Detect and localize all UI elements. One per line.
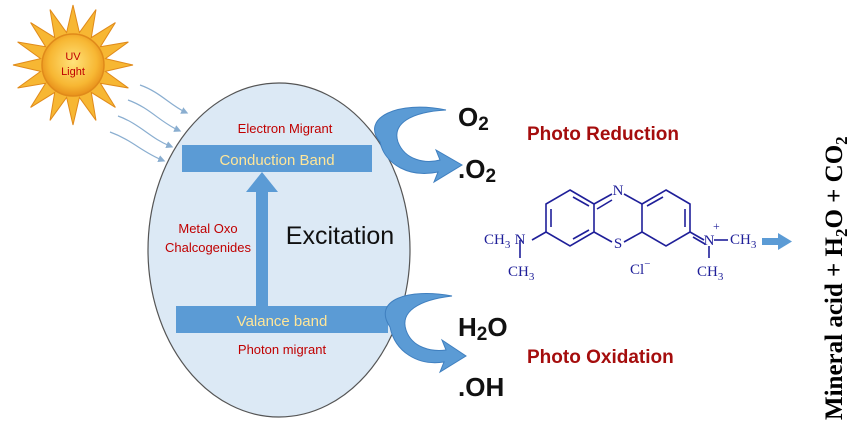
reactant-o2: O2 bbox=[458, 102, 489, 135]
dye-atom-labels: N S CH3 N CH3 N + CH3 CH3 Cl− bbox=[484, 183, 757, 283]
right-methyl-top: CH3 bbox=[730, 232, 757, 251]
light-ray-arrow bbox=[127, 99, 182, 132]
methylene-blue-structure bbox=[519, 189, 728, 258]
excitation-label: Excitation bbox=[286, 222, 394, 250]
mineralization-products: Mineral acid + H2O + CO2 bbox=[821, 136, 851, 420]
valence-band-label: Valance band bbox=[237, 313, 328, 330]
photon-migrant-label: Photon migrant bbox=[238, 342, 327, 357]
electron-migrant-label: Electron Migrant bbox=[238, 121, 333, 136]
oxidation-curved-arrow bbox=[384, 293, 467, 374]
ring-nitrogen: N bbox=[613, 183, 624, 199]
light-ray-arrow bbox=[117, 115, 174, 149]
valence-band bbox=[176, 306, 388, 333]
reduction-curved-arrow bbox=[374, 106, 463, 184]
photo-reduction-label: Photo Reduction bbox=[527, 124, 679, 145]
sun-icon: UV Light bbox=[12, 4, 134, 126]
left-amine-n: N bbox=[515, 232, 526, 248]
sun-label-uv: UV bbox=[65, 51, 81, 63]
conduction-band-label: Conduction Band bbox=[219, 152, 334, 169]
iminium-charge: + bbox=[713, 219, 720, 233]
excitation-arrow bbox=[246, 172, 278, 306]
product-superoxide: .O2 bbox=[458, 154, 496, 187]
catalyst-label-line2: Chalcogenides bbox=[165, 240, 252, 255]
reactant-h2o: H2O bbox=[458, 312, 508, 345]
conduction-band bbox=[182, 145, 372, 172]
chloride-counter-ion: Cl− bbox=[630, 258, 650, 278]
right-iminium-n: N bbox=[704, 233, 715, 249]
catalyst-label-line1: Metal Oxo bbox=[178, 221, 237, 236]
light-ray-arrow bbox=[109, 131, 166, 163]
left-methyl-bottom: CH3 bbox=[508, 264, 535, 283]
sun-label-light: Light bbox=[61, 66, 85, 78]
ring-sulfur: S bbox=[614, 236, 622, 252]
right-benzene-ring bbox=[641, 189, 691, 247]
left-benzene-ring bbox=[545, 189, 595, 247]
right-methyl-bottom: CH3 bbox=[697, 264, 724, 283]
left-methyl-top: CH3 bbox=[484, 232, 511, 251]
light-ray-arrow bbox=[139, 84, 189, 114]
photo-oxidation-label: Photo Oxidation bbox=[527, 347, 674, 368]
light-rays bbox=[109, 84, 189, 163]
product-hydroxyl: .OH bbox=[458, 372, 504, 402]
to-products-arrow bbox=[762, 233, 792, 250]
